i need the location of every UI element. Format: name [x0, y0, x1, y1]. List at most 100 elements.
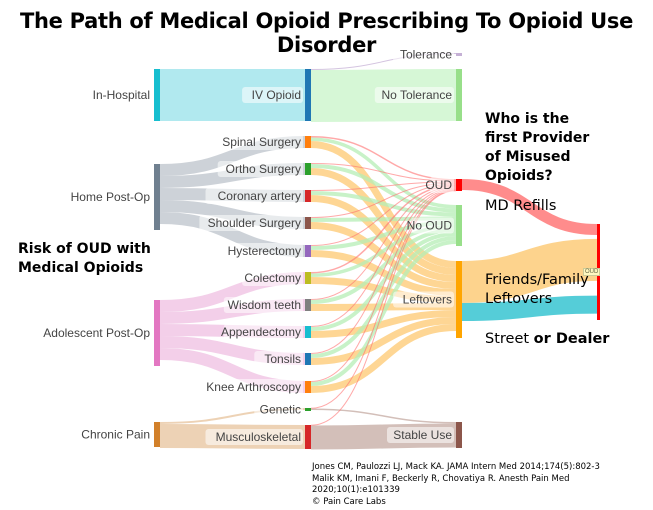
node-label-append: Appendectomy — [221, 325, 301, 339]
node-wisdom[interactable] — [305, 299, 311, 311]
link-hyst-to-left — [310, 250, 457, 296]
node-label-tonsils: Tonsils — [264, 352, 301, 366]
street-text: Street — [485, 331, 530, 347]
node-stable[interactable] — [456, 422, 462, 448]
node-label-iv: IV Opioid — [252, 88, 301, 102]
node-label-bg-append — [223, 324, 303, 340]
node-tol[interactable] — [456, 53, 462, 56]
node-label-nooud: No OUD — [407, 219, 453, 233]
node-label-spinal: Spinal Surgery — [222, 135, 301, 149]
md-refills-label: MD Refills — [485, 198, 557, 214]
link-knee-to-oud — [310, 189, 457, 382]
copyright: © Pain Care Labs — [312, 496, 386, 507]
node-label-adol: Adolescent Post-Op — [43, 326, 150, 340]
node-label-bg-ortho — [217, 161, 303, 177]
node-label-chronic: Chronic Pain — [81, 428, 150, 442]
node-append[interactable] — [305, 326, 311, 338]
node-ortho[interactable] — [305, 163, 311, 175]
link-coronary-to-nooud — [310, 191, 457, 217]
node-label-colect: Colectomy — [244, 271, 301, 285]
node-notol[interactable] — [456, 69, 462, 121]
node-label-bg-left — [393, 291, 454, 308]
node-label-notol: No Tolerance — [382, 88, 453, 102]
node-label-bg-hyst — [223, 243, 303, 259]
link-knee-to-left — [310, 324, 457, 393]
node-label-genetic: Genetic — [260, 403, 301, 417]
link-left-to-oudfinal — [461, 238, 598, 303]
link-left-to-oudfinal — [461, 295, 598, 321]
node-hyst[interactable] — [305, 245, 311, 257]
node-label-bg-spinal — [211, 134, 303, 150]
node-label-bg-coronary — [205, 188, 303, 204]
node-coronary[interactable] — [305, 190, 311, 202]
node-label-bg-iv — [242, 87, 303, 103]
node-label-bg-colect — [242, 270, 303, 286]
node-label-stable: Stable Use — [393, 428, 452, 442]
reference-1: Jones CM, Paulozzi LJ, Mack KA. JAMA Int… — [312, 462, 600, 472]
node-label-wisdom: Wisdom teeth — [228, 298, 301, 312]
node-label-home: Home Post-Op — [71, 190, 151, 204]
link-oud-to-oudfinal — [461, 179, 598, 235]
diagram-title: The Path of Medical Opioid Prescribing T… — [19, 9, 634, 57]
oud-badge: OUD — [583, 268, 601, 276]
node-label-inhosp: In-Hospital — [93, 88, 150, 102]
node-label-bg-tol — [393, 46, 454, 63]
provider-question: Who is the first Provider of Misused Opi… — [485, 111, 590, 184]
node-label-bg-tonsils — [254, 351, 303, 367]
link-append-to-oud — [310, 187, 457, 327]
node-adol[interactable] — [154, 300, 160, 366]
node-iv[interactable] — [305, 69, 311, 121]
node-spinal[interactable] — [305, 136, 311, 148]
link-append-to-nooud — [310, 232, 457, 331]
link-tonsils-to-nooud — [310, 236, 457, 358]
node-home[interactable] — [154, 164, 160, 230]
link-tonsils-to-oud — [310, 188, 457, 354]
reference-2: Malik KM, Imani F, Beckerly R, Chovatiya… — [312, 473, 570, 496]
node-oud[interactable] — [456, 179, 462, 191]
node-label-coronary: Coronary artery — [218, 189, 301, 203]
node-label-bg-genetic — [254, 401, 303, 418]
node-label-bg-shoulder — [199, 215, 303, 231]
node-label-bg-stable — [387, 427, 454, 443]
street-dealer-label: Street or Dealer — [485, 330, 609, 349]
node-genetic[interactable] — [305, 408, 311, 411]
node-knee[interactable] — [305, 381, 311, 393]
node-label-bg-knee — [199, 379, 303, 395]
link-genetic-to-stable — [310, 408, 457, 424]
link-ortho-to-left — [310, 168, 457, 275]
node-label-knee: Knee Arthroscopy — [206, 380, 301, 394]
node-left[interactable] — [456, 261, 462, 338]
node-tonsils[interactable] — [305, 353, 311, 365]
node-label-bg-oud — [429, 177, 454, 193]
node-label-ortho: Ortho Surgery — [226, 162, 301, 176]
node-colect[interactable] — [305, 272, 311, 284]
node-label-oud: OUD — [425, 178, 452, 192]
node-label-musc: Musculoskeletal — [216, 430, 301, 444]
node-shoulder[interactable] — [305, 217, 311, 229]
node-musc[interactable] — [305, 425, 311, 449]
link-coronary-to-left — [310, 195, 457, 282]
node-label-bg-wisdom — [223, 297, 303, 313]
node-label-bg-musc — [205, 429, 303, 445]
node-label-bg-nooud — [411, 217, 454, 234]
risk-note: Risk of OUD with Medical Opioids — [18, 241, 151, 276]
link-spinal-to-nooud — [310, 137, 457, 209]
node-inhosp[interactable] — [154, 69, 160, 121]
link-knee-to-nooud — [310, 240, 457, 386]
node-nooud[interactable] — [456, 205, 462, 246]
link-tonsils-to-left — [310, 317, 457, 365]
link-genetic-to-oud — [310, 189, 457, 409]
friends-family-label: Friends/Family Leftovers — [485, 272, 589, 307]
node-label-left: Leftovers — [403, 293, 452, 307]
node-chronic[interactable] — [154, 422, 160, 447]
link-musc-to-oud — [310, 190, 457, 426]
link-append-to-left — [310, 310, 457, 338]
node-label-shoulder: Shoulder Surgery — [208, 216, 301, 230]
node-label-bg-notol — [374, 87, 454, 103]
link-ortho-to-nooud — [310, 164, 457, 213]
dealer-text: or Dealer — [533, 331, 610, 347]
references: Jones CM, Paulozzi LJ, Mack KA. JAMA Int… — [312, 462, 653, 508]
link-shoulder-to-left — [310, 222, 457, 289]
